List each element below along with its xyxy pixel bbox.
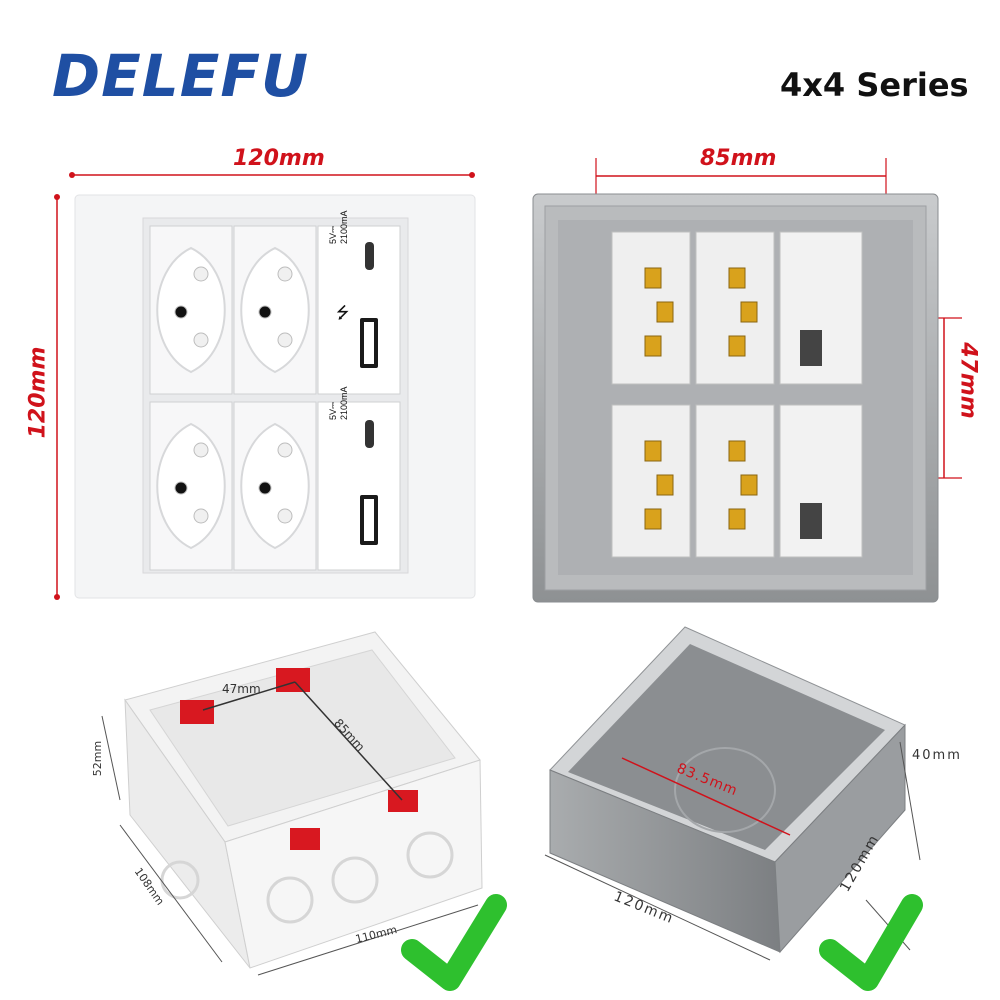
back-height-label: 47mm xyxy=(955,342,981,419)
socket-group xyxy=(156,246,310,550)
back-usb-module xyxy=(779,231,863,385)
brand-logo: DELEFU xyxy=(52,42,310,110)
back-socket-module xyxy=(611,404,691,558)
metal-box-label-40: 40mm xyxy=(912,748,962,763)
check-mark-icon xyxy=(819,894,923,991)
front-height-label: 120mm xyxy=(25,346,51,439)
back-width-label: 85mm xyxy=(700,146,777,171)
back-modules xyxy=(611,231,863,558)
metal-box xyxy=(544,626,921,961)
socket xyxy=(240,246,310,374)
check-mark-icon xyxy=(401,894,507,991)
back-usb-module xyxy=(779,404,863,558)
series-label: 4x4 Series xyxy=(780,66,969,104)
back-socket-module xyxy=(695,231,775,385)
usb-module-1: ⭍ xyxy=(336,242,378,368)
plastic-box xyxy=(101,631,483,976)
socket xyxy=(156,422,226,550)
back-panel xyxy=(532,158,962,603)
usb-spec-text: 5V⎓ 2100mA xyxy=(328,210,349,244)
usb-spec-text: 5V⎓ 2100mA xyxy=(328,386,349,420)
front-width-label: 120mm xyxy=(233,146,325,171)
plastic-box-label-52: 52mm xyxy=(91,740,105,777)
back-socket-module xyxy=(611,231,691,385)
front-panel: ⭍ xyxy=(54,172,476,600)
plastic-box-label-47: 47mm xyxy=(222,682,261,696)
back-socket-module xyxy=(695,404,775,558)
usb-icon: ⭍ xyxy=(336,303,349,322)
socket xyxy=(156,246,226,374)
usb-module-2 xyxy=(360,420,378,545)
socket xyxy=(240,422,310,550)
